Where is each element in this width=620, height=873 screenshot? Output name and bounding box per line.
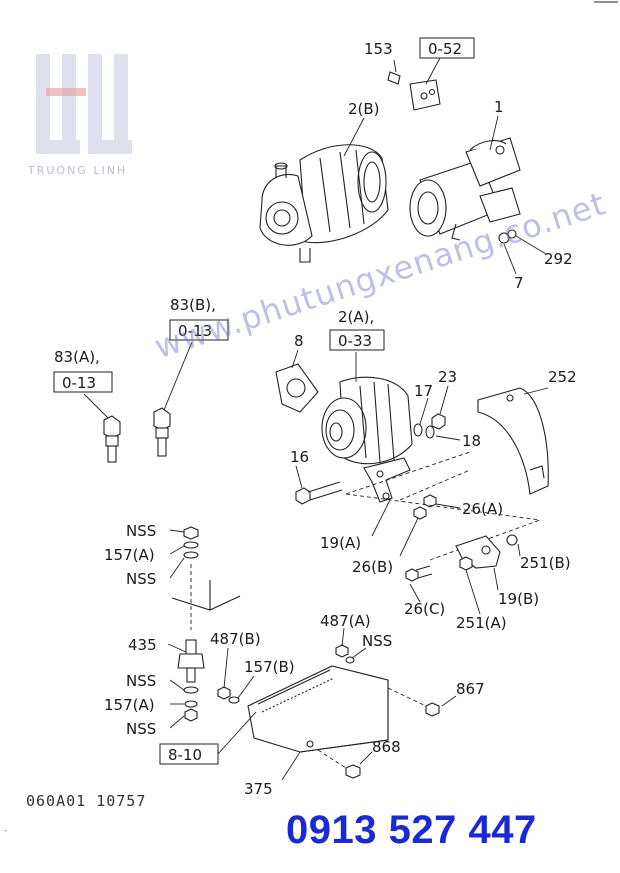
gasket-8 <box>275 349 319 413</box>
bracket-19a <box>363 457 411 537</box>
label-83a: 83(A), <box>54 348 100 366</box>
label-nss-4: NSS <box>126 672 156 690</box>
logo-brand-text: TRUONG LINH <box>28 164 128 177</box>
label-26c: 26(C) <box>404 600 445 618</box>
label-153: 153 <box>364 40 393 58</box>
label-252: 252 <box>548 368 577 386</box>
label-nss-2: NSS <box>126 570 156 588</box>
label-26a: 26(A) <box>462 500 503 518</box>
nut-251a <box>459 556 481 615</box>
label-157a-top: 157(A) <box>104 546 155 564</box>
starter-motor-1 <box>409 115 521 241</box>
label-292: 292 <box>544 250 573 268</box>
sensor-83a <box>83 393 121 463</box>
ref-box-0-52 <box>419 37 475 59</box>
label-16: 16 <box>290 448 309 466</box>
label-251b: 251(B) <box>520 554 571 572</box>
nut-487b <box>217 647 231 700</box>
label-375: 375 <box>244 780 273 798</box>
mount-stud-lower <box>169 679 199 729</box>
label-487a: 487(A) <box>320 612 371 630</box>
label-19a: 19(A) <box>320 534 361 552</box>
bolt-26c <box>405 565 433 603</box>
label-2b: 2(B) <box>348 100 380 118</box>
bolt-867 <box>387 687 457 717</box>
mount-frame-corner <box>171 580 241 611</box>
label-ref-0-13-a: 0-13 <box>62 374 96 392</box>
diagram-code: 060A01 10757 <box>26 792 147 810</box>
ref-8-10-leader <box>217 711 257 755</box>
bolt-26a <box>423 494 461 509</box>
mount-stud-upper <box>169 526 199 579</box>
truong-linh-logo <box>36 54 132 154</box>
label-ref-0-13-b: 0-13 <box>178 322 212 340</box>
label-1: 1 <box>494 98 504 116</box>
label-157b: 157(B) <box>244 658 295 676</box>
label-251a: 251(A) <box>456 614 507 632</box>
phone-number: 0913 527 447 <box>286 808 537 852</box>
nut-292 <box>498 229 547 275</box>
washer-18 <box>425 425 461 441</box>
label-26b: 26(B) <box>352 558 393 576</box>
bracket-375 <box>247 665 389 781</box>
label-7: 7 <box>514 274 524 292</box>
washer-157b <box>228 675 255 704</box>
label-83b: 83(B), <box>170 296 216 314</box>
sensor-83b <box>153 341 193 457</box>
label-157a-bot: 157(A) <box>104 696 155 714</box>
alignment-lines <box>345 451 541 561</box>
rubber-mount-435 <box>167 639 205 683</box>
label-nss-3: NSS <box>362 632 392 650</box>
label-2a: 2(A), <box>338 308 374 326</box>
bolt-868 <box>317 749 373 779</box>
label-487b: 487(B) <box>210 630 261 648</box>
label-ref-0-52: 0-52 <box>428 40 462 58</box>
ref-box-0-13-b <box>169 319 229 341</box>
label-18: 18 <box>462 432 481 450</box>
bracket-252 <box>477 387 549 495</box>
nut-487a <box>335 627 367 664</box>
label-ref-0-33: 0-33 <box>338 332 372 350</box>
washer-17 <box>413 397 429 437</box>
label-23: 23 <box>438 368 457 386</box>
label-17: 17 <box>414 382 433 400</box>
alternator-2a <box>321 352 413 465</box>
label-868: 868 <box>372 738 401 756</box>
nut-23 <box>431 385 449 430</box>
ref-box-0-33 <box>329 329 385 351</box>
label-19b: 19(B) <box>498 590 539 608</box>
bracket-153 <box>387 57 441 111</box>
bolt-16 <box>295 465 343 505</box>
label-435: 435 <box>128 636 157 654</box>
label-nss-5: NSS <box>126 720 156 738</box>
label-nss-1: NSS <box>126 522 156 540</box>
bolt-26b <box>399 506 427 557</box>
label-867: 867 <box>456 680 485 698</box>
label-ref-8-10: 8-10 <box>168 746 202 764</box>
compressor-assembly-2b <box>259 117 389 263</box>
ref-box-0-13-a <box>53 371 113 393</box>
corner-mark: - <box>4 826 7 835</box>
label-8: 8 <box>294 332 304 350</box>
washer-251b <box>506 534 521 557</box>
